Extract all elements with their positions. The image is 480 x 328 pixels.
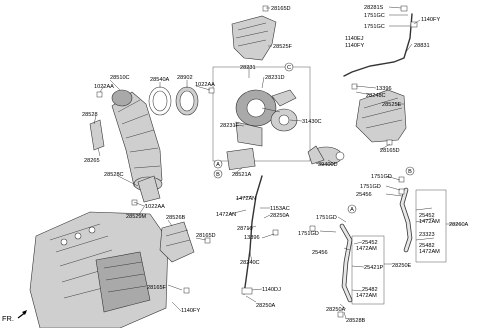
callout-b-2: B (405, 166, 415, 176)
label-13396-mid: 13396 (244, 235, 260, 241)
label-1153ac: 1153AC (270, 206, 290, 212)
label-1140ej: 1140EJ (345, 36, 364, 42)
label-28231f: 28231F (220, 123, 240, 129)
label-28281s: 28281S (364, 5, 384, 11)
front-label: FR. (2, 314, 14, 323)
label-1140dj: 1140DJ (262, 287, 281, 293)
label-1751gd-d: 1751GD (298, 231, 319, 237)
heat-shield-upper (231, 15, 277, 61)
label-1751gd-c: 1751GD (316, 215, 337, 221)
label-28165f: 28165F (147, 285, 167, 291)
label-1472an-b: 1472AN (216, 212, 236, 218)
callout-a-1-letter: A (216, 162, 220, 168)
callout-c-1-letter: C (287, 65, 291, 71)
coolant-hose-lower (339, 223, 353, 303)
label-1022aa-b: 1022AA (195, 82, 215, 88)
label-1472am-b: 1472AM (419, 249, 440, 255)
label-39400d: 39400D (318, 162, 338, 168)
label-28248c: 28248C (366, 93, 386, 99)
turbocharger (235, 89, 298, 147)
label-1751gd-a: 1751GD (371, 174, 392, 180)
label-1022aa-c: 1022AA (145, 204, 165, 210)
bracket-28528 (89, 119, 105, 151)
heat-shield-right (355, 89, 407, 143)
label-25482-a: 25482 (419, 243, 435, 249)
heat-shield-lower (159, 221, 195, 263)
label-28528: 28528 (82, 112, 98, 118)
label-25456-a: 25456 (356, 192, 372, 198)
hose-group-box-lower (351, 235, 385, 305)
label-1751gc-a: 1751GC (364, 13, 385, 19)
label-31430c: 31430C (302, 119, 322, 125)
label-25456-b: 25456 (312, 250, 328, 256)
turbo-assembly-box (212, 66, 311, 162)
label-13396-top: 13396 (376, 86, 392, 92)
label-28165d-bot: 28165D (196, 233, 216, 239)
label-28526b: 28526B (166, 215, 186, 221)
callout-b-2-letter: B (408, 169, 412, 175)
label-1751gd-b: 1751GD (360, 184, 381, 190)
label-25452-b: 25452 (362, 240, 378, 246)
callout-a-2: A (347, 204, 357, 214)
callout-a-2-letter: A (350, 207, 354, 213)
label-25482-b: 25482 (362, 287, 378, 293)
label-28525f: 28525F (273, 44, 293, 50)
label-28250a-b: 28250A (256, 303, 276, 309)
label-28240c: 28240C (240, 260, 260, 266)
label-28831: 28831 (414, 43, 430, 49)
label-28165d-top: 28165D (271, 6, 291, 12)
clamp-28902-inner (179, 90, 195, 112)
label-28250a-c: 28250A (326, 307, 346, 313)
bracket-28528c (137, 175, 161, 203)
label-1472am-c: 1472AM (356, 246, 377, 252)
label-28250e: 28250E (392, 263, 412, 269)
engine-block (29, 211, 169, 328)
label-28165d-mid: 28165D (380, 148, 400, 154)
label-1140fy-bot: 1140FY (181, 308, 200, 314)
label-1140fy-tr: 1140FY (421, 17, 440, 23)
label-28540a: 28540A (150, 77, 170, 83)
label-28231d: 28231D (265, 75, 285, 81)
label-28260a: 28260A (449, 222, 469, 228)
label-28265: 28265 (84, 158, 100, 164)
label-25421p: 25421P (364, 265, 384, 271)
label-28231: 28231 (240, 65, 256, 71)
part-labels: 28165D 28525F 28281S 1751GC 1140FY 1751G… (82, 5, 469, 324)
actuator (307, 145, 345, 166)
label-1022aa-a: 1022AA (94, 84, 114, 90)
bolts (96, 5, 405, 318)
label-23323: 23323 (419, 232, 435, 238)
front-arrow: FR. (2, 310, 27, 323)
label-28528b: 28528B (346, 318, 366, 324)
label-1751gc-b: 1751GC (364, 24, 385, 30)
label-28528c: 28528C (104, 172, 124, 178)
oil-feed-tube (343, 5, 418, 77)
leader-lines (93, 6, 462, 320)
coolant-hose-upper (399, 187, 413, 253)
label-28710: 28710 (237, 226, 253, 232)
label-28525e: 28525E (382, 102, 402, 108)
label-25452-a: 25452 (419, 213, 435, 219)
label-28510c: 28510C (110, 75, 130, 81)
callout-b-1-letter: B (216, 172, 220, 178)
callout-b-1: B (213, 169, 223, 179)
label-28521a: 28521A (232, 172, 252, 178)
label-1472am-a: 1472AM (419, 219, 440, 225)
label-1472an-a: 1472AN (236, 196, 256, 202)
label-28250a-a: 28250A (270, 213, 290, 219)
gasket-28540a-inner (152, 90, 168, 112)
label-1140fy-b: 1140FY (345, 43, 364, 49)
label-28529m: 28529M (126, 214, 147, 220)
hose-group-box-upper (415, 189, 447, 263)
oil-return-pipe (226, 147, 263, 295)
callout-a-1: A (213, 159, 223, 169)
label-28902: 28902 (177, 75, 193, 81)
label-1472am-d: 1472AM (356, 293, 377, 299)
callout-c-1: C (284, 62, 294, 72)
